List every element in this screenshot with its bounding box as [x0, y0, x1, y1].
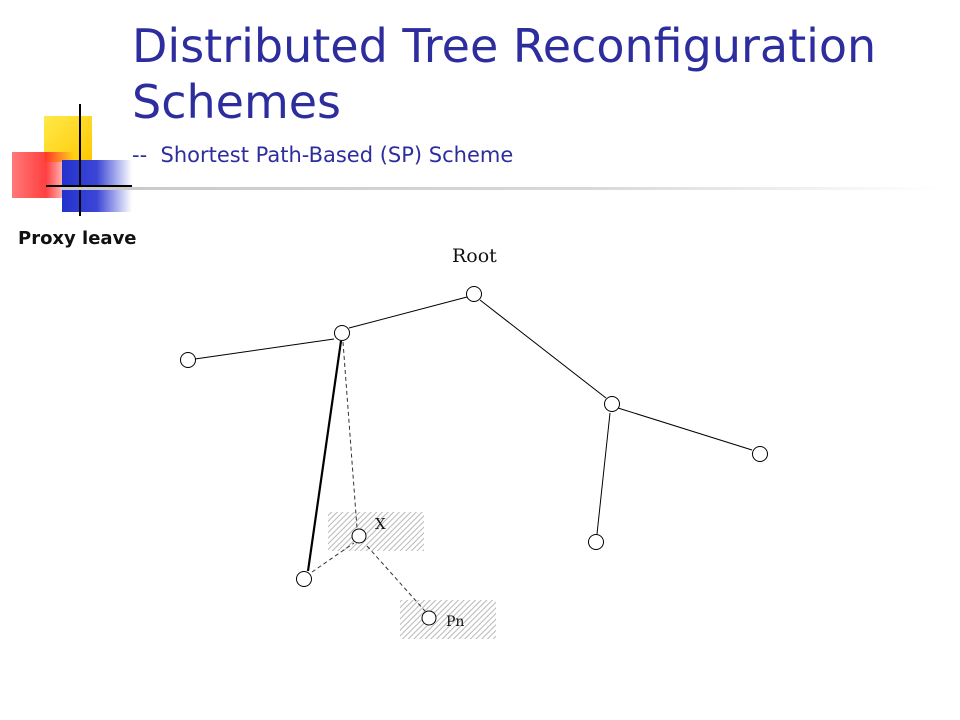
- logo-horizontal-line: [46, 185, 132, 187]
- pn-node: [421, 610, 437, 626]
- x-node-shaded-box: [328, 512, 424, 551]
- tree-edge: [348, 296, 468, 329]
- dashed-edge: [311, 542, 355, 573]
- proxy-leaf-node: [296, 571, 312, 587]
- proxy-leave-label: Proxy leave: [18, 228, 137, 249]
- root-label: Root: [452, 245, 497, 267]
- logo-vertical-line: [79, 104, 81, 216]
- tree-edge: [194, 338, 335, 360]
- slide-title: Distributed Tree Reconfiguration Schemes: [132, 19, 877, 129]
- shortest-path-edge: [306, 340, 343, 572]
- tree-node: [334, 325, 350, 341]
- slide-logo-decoration: [0, 0, 140, 220]
- root-node: [466, 286, 482, 302]
- tree-node: [752, 446, 768, 462]
- pn-node-label: Pn: [446, 614, 464, 630]
- tree-edge: [617, 407, 753, 451]
- tree-node: [604, 396, 620, 412]
- tree-node: [180, 352, 196, 368]
- tree-edge: [596, 412, 611, 535]
- tree-edge: [479, 299, 607, 399]
- x-node: [351, 528, 367, 544]
- tree-node: [588, 534, 604, 550]
- dashed-edge: [366, 545, 426, 612]
- slide-subtitle: -- Shortest Path-Based (SP) Scheme: [132, 143, 514, 167]
- x-node-label: X: [375, 515, 386, 533]
- title-divider: [60, 187, 940, 190]
- dashed-edge: [342, 341, 358, 529]
- pn-node-shaded-box: [400, 600, 496, 639]
